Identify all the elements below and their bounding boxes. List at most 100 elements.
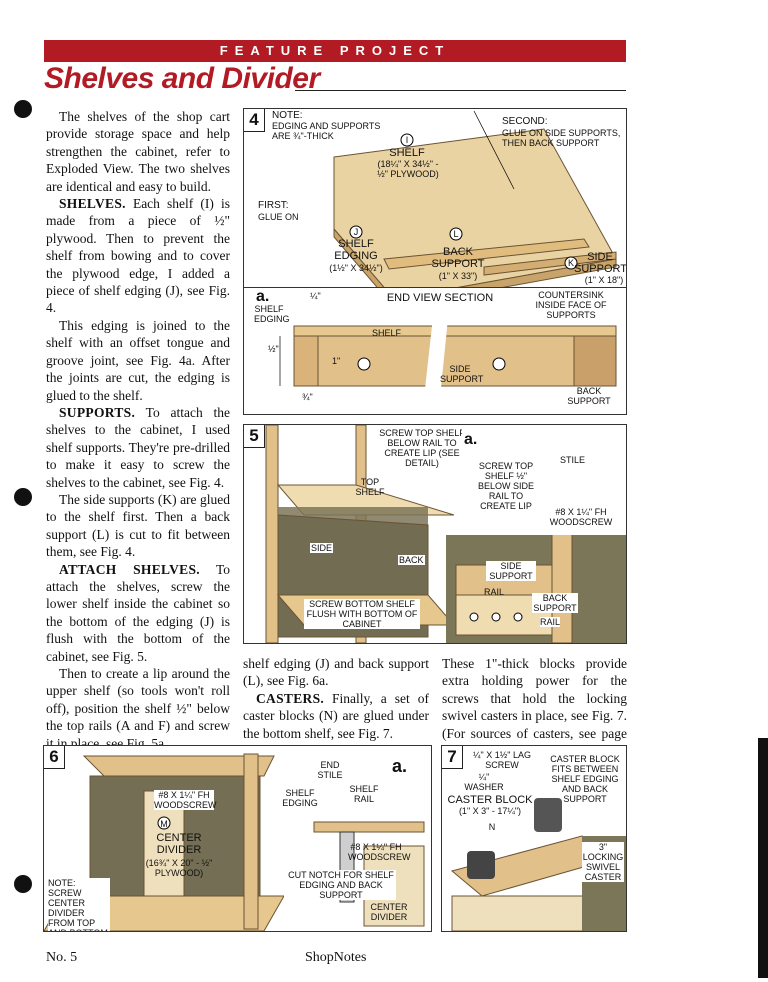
paragraph: This edging is joined to the shelf with … — [46, 317, 230, 404]
fig7-washer: ¼" WASHER — [464, 772, 504, 792]
fig4-side-label: SIDE SUPPORT — [574, 251, 627, 275]
paragraph: These 1"-thick blocks provide extra hold… — [442, 655, 627, 759]
fig4-side-letter: K — [567, 258, 574, 268]
fig4-back-label: BACK SUPPORT — [431, 246, 485, 270]
fig4-shelf-label: SHELF — [389, 147, 425, 159]
fig6-letter: M — [160, 819, 168, 829]
fig4a-shelf-edging: SHELF EDGING — [254, 304, 290, 324]
paragraph-text: Finally, a set of caster blocks (N) are … — [243, 690, 429, 741]
paragraph-lead: SHELVES. — [59, 196, 126, 212]
fig6-dims: (16¾" x 20" - ½" PLYWOOD) — [145, 858, 213, 878]
paragraph-text: The side supports (K) are glued to the s… — [46, 491, 230, 560]
fig6-shelf-rail: SHELF RAIL — [349, 784, 379, 804]
paragraph: The side supports (K) are glued to the s… — [46, 491, 230, 561]
figure-6-number: 6 — [44, 746, 65, 769]
fig4-first-text: GLUE ON — [258, 212, 299, 222]
page-title: Shelves and Divider — [44, 62, 320, 95]
fig5a-rail: RAIL — [484, 587, 505, 597]
fig5a-woodscrew: #8 x 1¼" Fh WOODSCREW — [549, 507, 613, 527]
fig4a-side-support: SIDE SUPPORT — [440, 364, 484, 384]
feature-banner: FEATURE PROJECT — [44, 40, 626, 62]
fig4-shelf-letter: I — [405, 135, 409, 145]
paragraph-text: These 1"-thick blocks provide extra hold… — [442, 656, 627, 758]
fig4-note-text: EDGING AND SUPPORTS ARE ¾"-THICK — [272, 121, 381, 141]
margin-bullet — [14, 488, 32, 506]
paragraph: shelf edging (J) and back support (L), s… — [243, 655, 429, 690]
text-column-2: shelf edging (J) and back support (L), s… — [243, 655, 429, 742]
fig4-edging-letter: J — [353, 227, 359, 237]
paragraph-text: Each shelf (I) is made from a piece of ½… — [46, 196, 230, 316]
fig6a-sub-label: a. — [392, 756, 408, 776]
figure-5-number: 5 — [244, 425, 265, 448]
fig5a-sub-label: a. — [464, 431, 478, 448]
fig4-note-label: NOTE: — [272, 110, 303, 121]
fig5a-side-support: SIDE SUPPORT — [486, 561, 536, 581]
figure-6: 6 #8 x 1¼" Fh WOODSCREW M CENTER DIVIDER… — [43, 745, 432, 932]
figure-4-number: 4 — [244, 109, 265, 132]
fig4a-back-support: BACK SUPPORT — [567, 386, 611, 406]
fig6-woodscrew2: #8 x 1¼" Fh WOODSCREW — [348, 842, 411, 862]
figure-4-drawing — [333, 110, 617, 287]
fig5a-back-support: BACK SUPPORT — [532, 593, 578, 613]
fig4-first-label: FIRST: — [258, 200, 289, 211]
text-column-3: These 1"-thick blocks provide extra hold… — [442, 655, 627, 759]
fig5a-detail-area — [462, 427, 624, 535]
footer-issue: No. 5 — [46, 950, 78, 965]
fig4-second-label: SECOND: — [502, 116, 548, 127]
title-rule — [295, 90, 626, 91]
fig7-caster-block: CASTER BLOCK — [447, 794, 533, 806]
fig5-back: BACK — [398, 555, 425, 565]
fig4a-countersink: COUNTERSINK INSIDE FACE OF SUPPORTS — [535, 290, 607, 320]
paragraph-text: This edging is joined to the shelf with … — [46, 317, 230, 403]
figure-5: 5 SCREW TOP SHELF BELOW RAIL TO CREATE L… — [243, 424, 627, 644]
fig6-end-stile: END STILE — [317, 760, 343, 780]
fig4a-three-q: ¾" — [302, 392, 313, 402]
fig4a-sub-label: a. — [256, 288, 270, 305]
fig6-woodscrew: #8 x 1¼" Fh WOODSCREW — [154, 790, 217, 810]
fig4a-one: 1" — [332, 356, 341, 366]
paragraph: The shelves of the shop cart provide sto… — [46, 108, 230, 195]
fig5-screw-bottom: SCREW BOTTOM SHELF FLUSH WITH BOTTOM OF … — [304, 599, 420, 629]
fig7-fits: CASTER BLOCK FITS BETWEEN SHELF EDGING A… — [550, 754, 620, 804]
figure-4a-drawing — [279, 308, 617, 398]
paragraph-lead: SUPPORTS. — [59, 404, 136, 420]
fig6-cut-notch: CUT NOTCH FOR SHELF EDGING AND BACK SUPP… — [286, 870, 396, 900]
fig4-edging-label: SHELF EDGING — [334, 238, 378, 262]
figure-4: 4 NOTE: EDGING AND SUPPORTS ARE ¾"-THICK… — [243, 108, 627, 288]
paragraph-text: To attach the shelves to the cabinet, I … — [46, 404, 230, 490]
footer-publication: ShopNotes — [305, 950, 367, 965]
fig5-top-shelf: TOP SHELF — [355, 477, 385, 497]
fig4-shelf-dims: (18¼" x 34½" - ½" PLYWOOD) — [377, 159, 439, 179]
figure-4a: a. END VIEW SECTION SHELF EDGING ¼" COUN… — [243, 287, 627, 415]
fig4a-quarter: ¼" — [310, 291, 321, 301]
fig5a-stile: STILE — [560, 455, 586, 465]
fig4a-title: END VIEW SECTION — [386, 292, 494, 304]
fig6-center-divider: CENTER DIVIDER — [370, 902, 408, 922]
figure-6-drawing — [44, 753, 425, 931]
fig7-dims: (1" x 3" - 17¼") — [458, 806, 522, 816]
fig4-second-text: GLUE ON SIDE SUPPORTS, THEN BACK SUPPORT — [502, 128, 621, 148]
fig4a-shelf: SHELF — [372, 328, 402, 338]
paragraph-lead: ATTACH SHELVES. — [59, 561, 200, 577]
paragraph: Then to create a lip around the upper sh… — [46, 665, 230, 752]
fig4-edging-dims: (1½" x 34½") — [329, 263, 383, 273]
fig5-side: SIDE — [310, 543, 334, 553]
fig7-letter: N — [488, 822, 496, 832]
fig6-shelf-edging: SHELF EDGING — [282, 788, 318, 808]
fig7-locking: 3" LOCKING SWIVEL CASTER — [582, 842, 624, 882]
paragraph-lead: CASTERS. — [256, 690, 325, 706]
margin-bullet — [14, 875, 32, 893]
paragraph-text: To attach the shelves, screw the lower s… — [46, 561, 231, 664]
margin-bullet — [14, 100, 32, 118]
fig4-back-letter: L — [453, 229, 459, 239]
fig5a-detail-text: SCREW TOP SHELF ½" BELOW SIDE RAIL TO CR… — [477, 461, 534, 511]
fig4-back-dims: (1" x 33") — [438, 271, 478, 281]
paragraph-text: Then to create a lip around the upper sh… — [46, 666, 230, 751]
paragraph-text: shelf edging (J) and back support (L), s… — [243, 656, 429, 689]
paragraph: SUPPORTS. To attach the shelves to the c… — [46, 404, 230, 491]
figure-7: 7 ¼" x 1½" LAG SCREW ¼" WASHER CASTER BL… — [441, 745, 627, 932]
paragraph: SHELVES. Each shelf (I) is made from a p… — [46, 195, 230, 317]
paragraph-text: The shelves of the shop cart provide sto… — [46, 109, 230, 194]
fig5-screw-top-label: SCREW TOP SHELF BELOW RAIL TO CREATE LIP… — [372, 428, 472, 468]
fig6-divider: CENTER DIVIDER — [156, 832, 202, 856]
